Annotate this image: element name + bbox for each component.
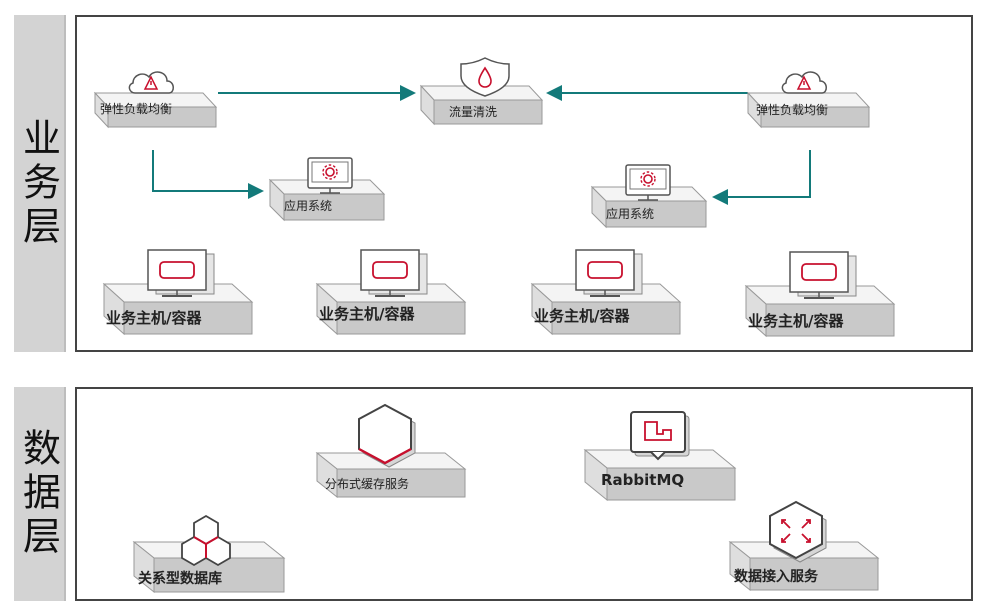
host-4-label: 业务主机/容器 (748, 312, 844, 330)
app-right-label: 应用系统 (606, 206, 654, 221)
cache-label: 分布式缓存服务 (325, 476, 409, 491)
arrow-elb-right-to-app-right (712, 150, 811, 205)
data-layer-label: 数据层 (16, 428, 61, 560)
app-left-label: 应用系统 (284, 198, 332, 213)
hexagon-cluster-icon (181, 514, 231, 567)
host-3-label: 业务主机/容器 (534, 307, 630, 325)
elb-left-node[interactable]: 弹性负载均衡 (93, 71, 218, 129)
data-access-node[interactable]: 数据接入服务 (728, 500, 880, 592)
host-4-node[interactable]: 业务主机/容器 (744, 251, 896, 338)
host-1-label: 业务主机/容器 (106, 309, 202, 327)
elb-left-label: 弹性负载均衡 (100, 102, 172, 116)
monitor-gear-icon (625, 164, 671, 201)
scrubbing-label: 流量清洗 (449, 105, 497, 119)
rdb-node[interactable]: 关系型数据库 (132, 514, 286, 594)
scrubbing-node[interactable]: 流量清洗 (419, 57, 544, 126)
cache-node[interactable]: 分布式缓存服务 (315, 403, 467, 499)
data-access-icon (769, 500, 827, 563)
hexagon-icon (358, 403, 416, 468)
rabbitmq-label: RabbitMQ (601, 471, 684, 489)
host-3-node[interactable]: 业务主机/容器 (530, 249, 682, 336)
elb-right-node[interactable]: 弹性负载均衡 (746, 71, 871, 129)
host-2-label: 业务主机/容器 (319, 305, 415, 323)
data-access-label: 数据接入服务 (734, 568, 819, 585)
monitor-icon (575, 249, 643, 297)
host-2-node[interactable]: 业务主机/容器 (315, 249, 467, 336)
app-left-node[interactable]: 应用系统 (268, 157, 386, 222)
arrow-elb-left-to-app-left (152, 150, 264, 199)
elb-right-label: 弹性负载均衡 (756, 103, 828, 117)
rabbitmq-node[interactable]: RabbitMQ (583, 411, 737, 502)
monitor-icon (147, 249, 215, 297)
rdb-label: 关系型数据库 (138, 570, 222, 587)
shield-drop-icon (460, 57, 510, 97)
business-layer-label-bar: 业务层 (14, 15, 66, 352)
monitor-icon (789, 251, 857, 299)
cloud-alert-icon (781, 71, 827, 94)
data-layer-label-bar: 数据层 (14, 387, 66, 601)
rabbitmq-icon (630, 411, 690, 461)
app-right-node[interactable]: 应用系统 (590, 164, 708, 229)
business-layer-label: 业务层 (16, 117, 61, 250)
monitor-gear-icon (307, 157, 353, 194)
connectors (152, 85, 811, 205)
cloud-alert-icon (128, 71, 174, 94)
monitor-icon (360, 249, 428, 297)
host-1-node[interactable]: 业务主机/容器 (102, 249, 254, 336)
